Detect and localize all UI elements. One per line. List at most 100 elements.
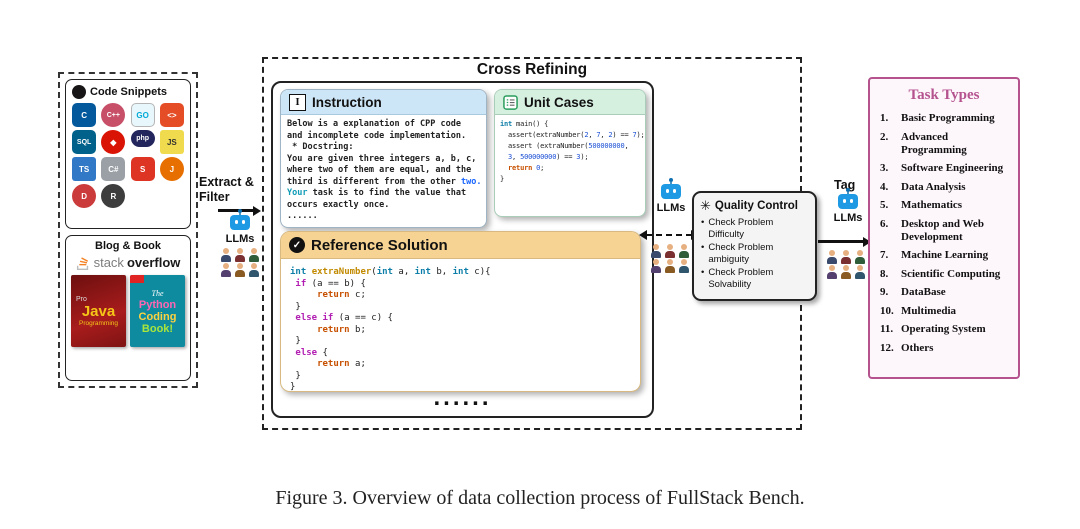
task-type-label: Advanced Programming xyxy=(901,130,967,156)
quality-check-text: Check Problem ambiguity xyxy=(708,242,774,265)
lang-icon-cpp: C++ xyxy=(101,103,126,127)
stackoverflow-icon xyxy=(76,256,88,270)
unit-cases-card: Unit Cases int main() { assert(extraNumb… xyxy=(494,89,646,217)
task-type-item: 10.Multimedia xyxy=(880,305,1012,318)
person-icon xyxy=(826,250,837,264)
java-book-cover: Pro Java Programming xyxy=(71,275,126,347)
github-icon xyxy=(72,85,86,99)
task-type-number: 1. xyxy=(880,112,889,124)
task-type-label: Software Engineering xyxy=(901,162,1004,174)
task-type-number: 9. xyxy=(880,286,889,298)
task-type-number: 11. xyxy=(880,323,894,335)
task-type-label: Scientific Computing xyxy=(901,267,1001,280)
task-type-item: 7.Machine Learning xyxy=(880,249,1012,262)
task-type-label: Mathematics xyxy=(901,199,963,211)
quality-control-box: ✳ Quality Control •Check Problem Difficu… xyxy=(692,191,817,301)
task-type-label: Basic Programming xyxy=(901,112,995,124)
task-type-item: 4. Data Analysis xyxy=(880,181,1012,194)
python-book-line: Python xyxy=(138,298,177,311)
task-type-item: 5.Mathematics xyxy=(880,199,1012,212)
arrow-quality-control-to-task-types xyxy=(818,240,864,243)
person-icon xyxy=(234,248,245,262)
instruction-card: I Instruction Below is a explanation of … xyxy=(280,89,487,228)
lang-icon-ruby: ◆ xyxy=(101,130,126,154)
person-icon xyxy=(220,263,231,277)
task-type-item: 6.Desktop and Web Development xyxy=(880,218,1012,244)
person-icon xyxy=(220,248,231,262)
task-type-label: DataBase xyxy=(901,286,946,298)
task-type-number: 7. xyxy=(880,249,889,261)
quality-check-text: Check Problem Solvability xyxy=(708,267,774,290)
quality-check-item: •Check Problem Difficulty xyxy=(701,217,811,240)
python-book-line: Book! xyxy=(141,322,174,335)
stackoverflow-stack-text: stack xyxy=(93,255,124,270)
lang-icon-c: C xyxy=(72,103,97,127)
llms-label: LLMs xyxy=(833,212,863,224)
lang-icon-sql: SQL xyxy=(72,130,97,154)
person-icon xyxy=(826,265,837,279)
task-type-number: 10. xyxy=(880,304,894,317)
task-type-number: 4. xyxy=(880,180,889,193)
lang-icon-html: <> xyxy=(159,103,184,127)
person-icon xyxy=(664,259,675,273)
people-icons xyxy=(220,248,260,277)
quality-control-list: •Check Problem Difficulty•Check Problem … xyxy=(694,217,815,294)
lang-icon-d: D xyxy=(72,184,97,208)
task-type-number: 8. xyxy=(880,267,889,280)
quality-check-item: •Check Problem Solvability xyxy=(701,267,811,290)
llms-label: LLMs xyxy=(656,202,686,214)
llms-label: LLMs xyxy=(225,233,255,245)
code-snippets-title: Code Snippets xyxy=(90,86,168,98)
unit-cases-code: int main() { assert(extraNumber(2, 7, 2)… xyxy=(500,120,645,183)
unit-cases-header: Unit Cases xyxy=(495,90,645,115)
person-icon xyxy=(854,265,865,279)
task-type-item: 8. Scientific Computing xyxy=(880,268,1012,281)
quality-control-header: ✳ Quality Control xyxy=(694,193,815,215)
quality-control-title: Quality Control xyxy=(714,199,798,212)
llms-cluster-tag: LLMs xyxy=(820,194,876,224)
cross-refining-title: Cross Refining xyxy=(476,61,588,78)
task-type-item: 1. Basic Programming xyxy=(880,112,1012,125)
reference-solution-header: ✓ Reference Solution xyxy=(281,232,640,259)
lang-icon-js: JS xyxy=(159,130,184,154)
person-icon xyxy=(248,263,259,277)
unit-cases-icon xyxy=(503,94,518,110)
task-type-item: 11. Operating System xyxy=(880,323,1012,336)
java-book-tag: Pro xyxy=(76,295,87,303)
ellipsis: ...... xyxy=(433,384,492,411)
blog-book-title: Blog & Book xyxy=(95,240,161,252)
task-type-item: 12.Others xyxy=(880,342,1012,355)
task-types-list: 1. Basic Programming 2.Advanced Programmin… xyxy=(870,104,1018,355)
python-book-line: Coding xyxy=(138,310,177,323)
extract-filter-label: Extract & Filter xyxy=(199,175,254,204)
task-types-title: Task Types xyxy=(908,87,980,103)
arrow-extract-to-refining xyxy=(218,209,254,212)
task-type-item: 9. DataBase xyxy=(880,286,1012,299)
person-icon xyxy=(840,265,851,279)
lang-icon-go: GO xyxy=(130,103,155,127)
python-book-line: The xyxy=(151,288,164,298)
task-type-label: Data Analysis xyxy=(901,180,966,193)
stackoverflow-overflow-text: overflow xyxy=(126,255,181,270)
person-icon xyxy=(854,250,865,264)
person-icon xyxy=(248,248,259,262)
person-icon xyxy=(678,244,689,258)
instruction-header: I Instruction xyxy=(281,90,486,115)
lang-icon-r: R xyxy=(101,184,126,208)
person-icon xyxy=(664,244,675,258)
quality-check-text: Check Problem Difficulty xyxy=(708,217,774,240)
openai-icon: ✳ xyxy=(700,198,711,213)
tag-label: Tag xyxy=(834,178,856,192)
lang-icon-php: php xyxy=(130,130,155,147)
task-type-item: 2.Advanced Programming xyxy=(880,131,1012,157)
robot-icon xyxy=(661,184,681,199)
reference-solution-card: ✓ Reference Solution int extraNumber(int… xyxy=(280,231,641,392)
bullet-icon: • xyxy=(701,217,705,228)
task-type-label: Operating System xyxy=(901,323,986,335)
